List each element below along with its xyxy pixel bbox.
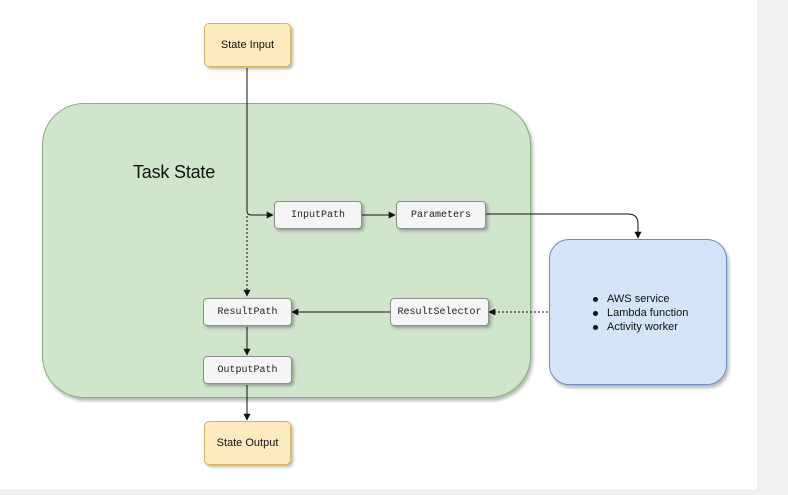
service-item-label: AWS service [607,293,670,305]
service-item-aws-service: AWS service [592,292,688,306]
edge-state-input-to-input-path [246,68,274,219]
result-selector-node: ResultSelector [390,298,489,326]
service-item-lambda-function: Lambda function [592,306,688,320]
edge-parameters-to-service [486,213,642,239]
state-output-node: State Output [204,421,291,465]
bullet-icon [593,325,598,330]
parameters-node: Parameters [396,201,486,229]
service-item-label: Lambda function [607,307,689,319]
state-input-node: State Input [204,23,291,67]
service-item-activity-worker: Activity worker [592,320,688,334]
page-margin-bottom [0,489,757,495]
bullet-icon [593,297,598,302]
page-margin-right [757,0,788,495]
service-node [549,239,727,385]
service-item-label: Activity worker [607,321,678,333]
task-state-label: Task State [133,162,216,182]
result-path-node: ResultPath [203,298,292,326]
service-list: AWS service Lambda function Activity wor… [592,292,688,334]
output-path-node: OutputPath [203,356,292,384]
task-state-region [42,103,531,398]
bullet-icon [593,311,598,316]
input-path-node: InputPath [274,201,362,229]
